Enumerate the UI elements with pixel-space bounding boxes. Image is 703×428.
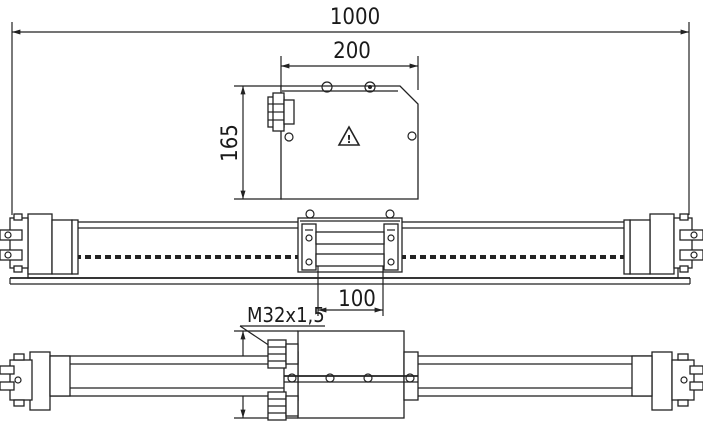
dimension-box-height: 165 [218, 85, 282, 200]
cable-gland-upper [267, 339, 299, 369]
junction-box-front: ! [267, 81, 419, 200]
box-width-label: 200 [333, 39, 371, 64]
warning-symbol-icon: ! [346, 133, 351, 146]
cable-gland-callout: M32x1,5 [239, 303, 325, 347]
overall-length-label: 1000 [330, 5, 380, 30]
luminaire-side-view [0, 209, 703, 285]
cable-gland-label: M32x1,5 [247, 303, 325, 327]
luminaire-top-view [0, 330, 703, 421]
dimension-box-width: 200 [280, 39, 419, 90]
dimension-overall-length: 1000 [11, 5, 690, 215]
mount-spacing-label: 100 [338, 287, 376, 312]
dimension-mount-spacing: 100 [317, 266, 384, 316]
box-height-label: 165 [218, 124, 243, 162]
cable-gland-lower [267, 391, 299, 421]
